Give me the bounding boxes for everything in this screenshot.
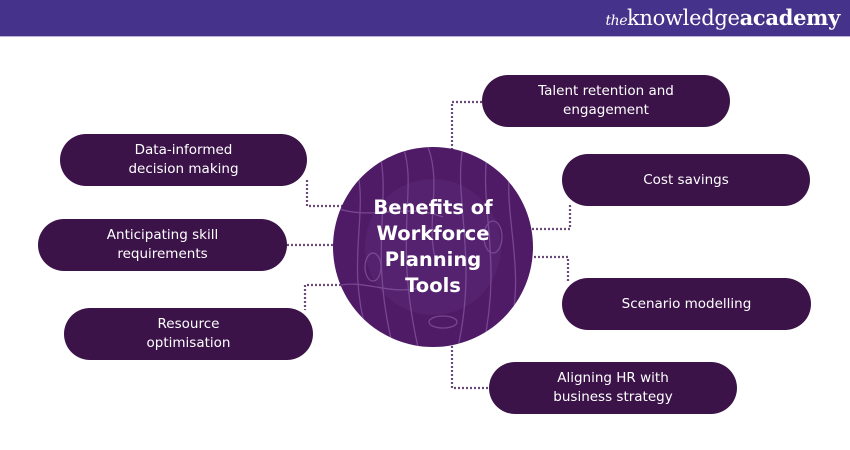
benefit-scenario-modelling: Scenario modelling: [562, 278, 811, 330]
logo-main: knowledge: [626, 6, 740, 30]
benefit-aligning-hr: Aligning HR with business strategy: [489, 362, 737, 414]
benefit-label: decision making: [128, 161, 239, 177]
wood-grain-pattern: [333, 147, 517, 347]
center-title-line: Benefits of: [373, 196, 493, 219]
logo-suffix: academy: [739, 5, 841, 30]
connector-talent: [450, 100, 482, 149]
benefit-label: Aligning HR with: [557, 370, 669, 386]
connector-data-informed: [305, 180, 345, 208]
benefit-cost-savings: Cost savings: [562, 154, 810, 206]
benefit-data-informed: Data-informed decision making: [60, 134, 307, 186]
brand-logo[interactable]: theknowledgeacademy: [605, 4, 841, 35]
benefit-label: Scenario modelling: [621, 295, 752, 312]
benefit-resource-optimisation: Resource optimisation: [64, 308, 313, 360]
center-title-line: Workforce: [376, 222, 490, 245]
benefit-anticipating-skill: Anticipating skill requirements: [38, 219, 287, 271]
logo-prefix: the: [605, 13, 628, 29]
center-title-line: Tools: [405, 274, 461, 297]
benefit-talent-retention: Talent retention and engagement: [482, 75, 730, 127]
connector-aligning: [450, 346, 490, 390]
benefit-label: Cost savings: [643, 171, 729, 188]
connector-scenario: [530, 255, 570, 282]
benefit-label: Resource: [157, 316, 220, 332]
benefit-label: requirements: [117, 246, 208, 262]
center-title-line: Planning: [384, 248, 482, 271]
header-bar: theknowledgeacademy: [0, 0, 850, 37]
benefit-label: business strategy: [553, 389, 673, 405]
benefit-label: engagement: [563, 102, 649, 118]
benefit-label: optimisation: [146, 335, 231, 351]
benefit-label: Talent retention and: [538, 83, 674, 99]
benefit-label: Anticipating skill: [106, 227, 219, 243]
center-hub: Benefits of Workforce Planning Tools: [333, 147, 533, 347]
connector-resource: [303, 283, 345, 310]
connector-cost: [527, 205, 572, 231]
benefit-label: Data-informed: [134, 142, 233, 158]
center-title: Benefits of Workforce Planning Tools: [333, 147, 533, 347]
